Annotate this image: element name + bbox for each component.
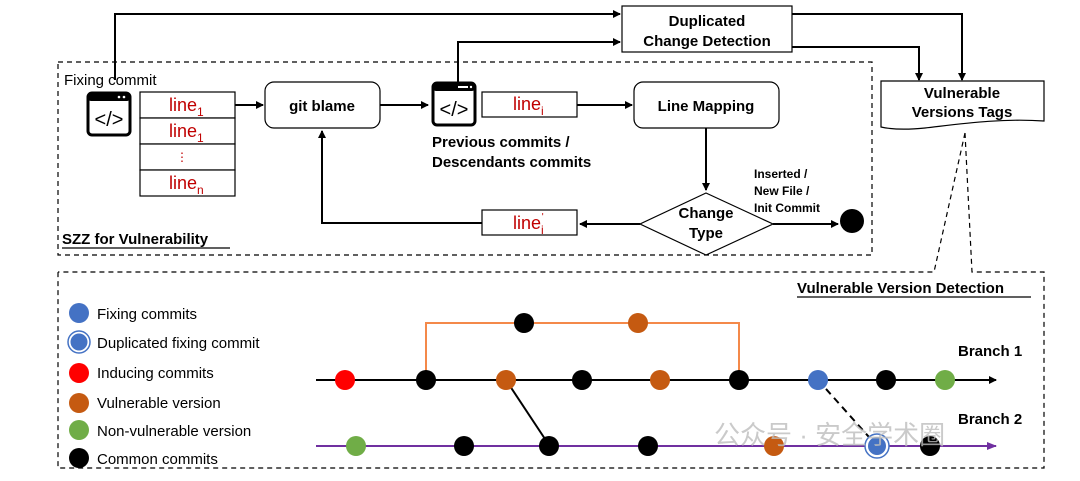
svg-text:</>: </>: [440, 99, 469, 121]
svg-text:linei': linei': [513, 212, 544, 237]
branch1-node-vulnerable: [650, 370, 670, 390]
code-window-icon: </>: [86, 91, 132, 137]
callout-left: [58, 132, 966, 273]
git-blame-box: git blame: [264, 81, 381, 129]
branch2-node-common: [454, 436, 474, 456]
vulnerable-versions-tags-box: Vulnerable Versions Tags: [880, 80, 1045, 130]
branch2-node-vulnerable: [764, 436, 784, 456]
branch2-label: Branch 2: [958, 411, 1022, 428]
prev-to-dup-arrow: [457, 38, 621, 82]
duplicate-connector: [817, 379, 878, 447]
change-type-decision: Change Type: [638, 192, 775, 256]
branch2-node-common: [539, 436, 559, 456]
branch1-node-common: [416, 370, 436, 390]
branch1-node-non-vulnerable: [935, 370, 955, 390]
legend-label-common: Common commits: [97, 451, 218, 468]
branch1-node-fixing: [808, 370, 828, 390]
legend-swatch-non-vulnerable: [69, 420, 89, 440]
dup-line2: Change Detection: [643, 33, 771, 50]
dup-line1: Duplicated: [669, 13, 746, 30]
prev-commits-line1: Previous commits /: [432, 134, 570, 151]
terminal-label-2: New File /: [754, 184, 810, 198]
terminal-label-3: Init Commit: [754, 201, 820, 215]
previous-commit-icon: </>: [431, 81, 477, 127]
side-branch-line: [425, 322, 740, 380]
legend-label-inducing: Inducing commits: [97, 365, 214, 382]
side-branch-node-common: [514, 313, 534, 333]
side-branch-node-vulnerable: [628, 313, 648, 333]
tags-line1: Vulnerable: [924, 85, 1000, 102]
merge-connector: [505, 379, 550, 446]
szz-container: [57, 61, 873, 256]
svg-text:git blame: git blame: [289, 98, 355, 115]
tags-line2: Versions Tags: [912, 104, 1013, 121]
svg-text:Type: Type: [689, 225, 723, 242]
branch1-label: Branch 1: [958, 343, 1022, 360]
branch1-node-common: [572, 370, 592, 390]
svg-text:linei: linei: [513, 94, 544, 118]
szz-title: SZZ for Vulnerability: [62, 231, 209, 248]
legend-swatch-fixing: [69, 303, 89, 323]
line-i-box: linei: [481, 91, 578, 118]
branch2-node-common: [920, 436, 940, 456]
svg-text:Change: Change: [678, 205, 733, 222]
fixing-commit-label: Fixing commit: [64, 72, 157, 89]
duplicated-change-detection-box: Duplicated Change Detection: [621, 5, 793, 53]
watermark: 公众号 · 安全学术圈: [714, 420, 945, 450]
svg-text:</>: </>: [95, 109, 124, 131]
dup-to-tags-arrow-1: [792, 13, 966, 81]
legend-swatch-vulnerable: [69, 393, 89, 413]
line-item-n: linen: [169, 173, 204, 197]
line-mapping-box: Line Mapping: [633, 81, 780, 129]
line-item-ellipsis: ⋮: [176, 150, 188, 164]
legend-label-non-vulnerable: Non-vulnerable version: [97, 423, 251, 440]
end-node: [840, 209, 864, 233]
legend-label-duplicated: Duplicated fixing commit: [97, 335, 260, 352]
commit-nodes: [335, 313, 955, 459]
prev-commits-line2: Descendants commits: [432, 154, 591, 171]
branch1-node-common: [876, 370, 896, 390]
branch2-node-common: [638, 436, 658, 456]
branch1-node-vulnerable: [496, 370, 516, 390]
branch1-node-inducing: [335, 370, 355, 390]
branch2-node-duplicated-fixing: [868, 437, 886, 455]
legend-label-vulnerable: Vulnerable version: [97, 395, 221, 412]
branch2-node-non-vulnerable: [346, 436, 366, 456]
terminal-label-1: Inserted /: [754, 167, 808, 181]
legend-swatch-common: [69, 448, 89, 468]
lineprime-to-blame-arrow: [318, 130, 482, 224]
vvd-title: Vulnerable Version Detection: [797, 280, 1004, 297]
dup-to-tags-arrow-2: [792, 46, 923, 81]
fixing-to-dup-arrow: [114, 10, 621, 80]
legend-swatch-inducing: [69, 363, 89, 383]
legend-label-fixing: Fixing commits: [97, 306, 197, 323]
line-item-2: line1: [169, 121, 204, 145]
vvd-container: [57, 132, 1045, 469]
line-item-1: line1: [169, 95, 204, 119]
legend: Fixing commits Duplicated fixing commit …: [67, 303, 260, 468]
changed-lines-list: line1 line1 ⋮ linen: [139, 91, 236, 197]
line-i-prime-box: linei': [481, 209, 578, 237]
svg-text:Line Mapping: Line Mapping: [658, 98, 755, 115]
branch1-node-common: [729, 370, 749, 390]
